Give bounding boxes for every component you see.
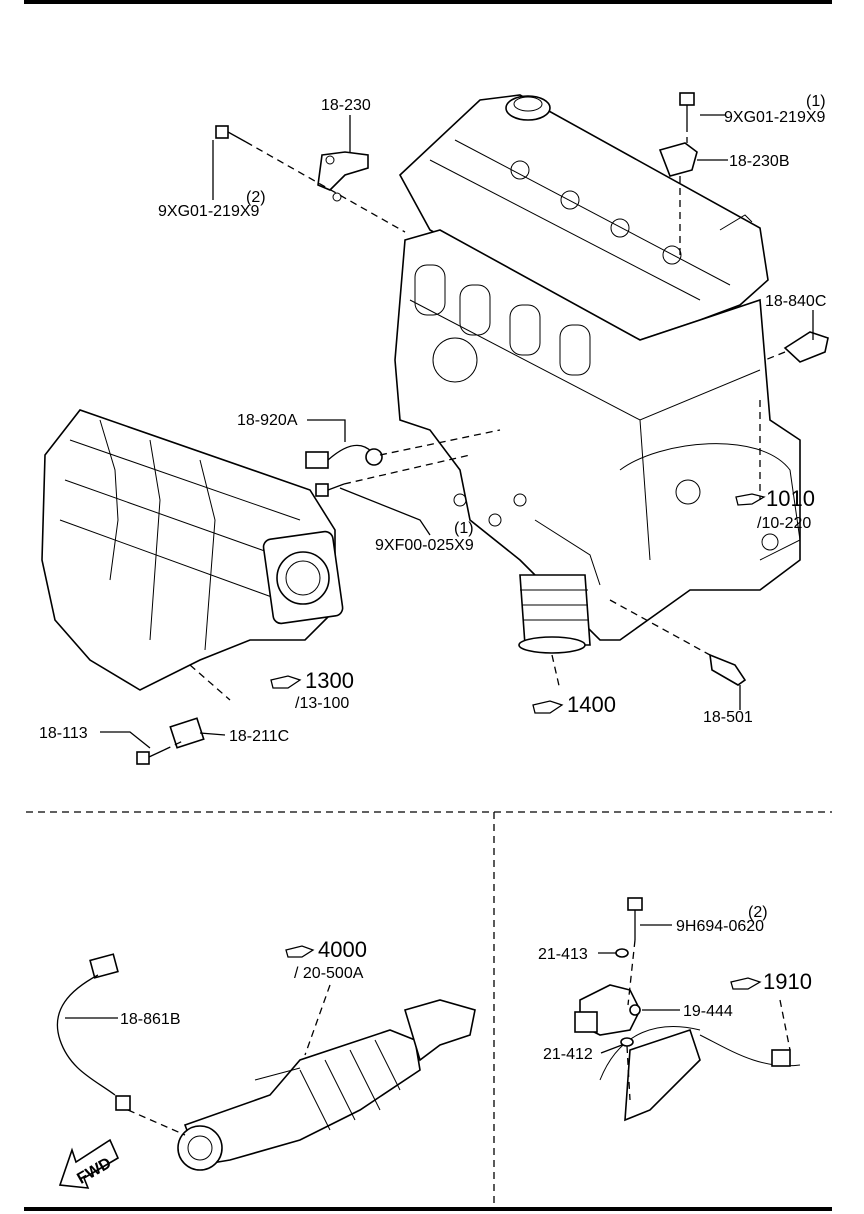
pressure-switch-18-840c (783, 331, 829, 363)
oxygen-sensor-18-861b (56, 953, 131, 1111)
map-sensor-18-211c (169, 717, 205, 749)
label-qty-2-left: (2) (246, 189, 266, 206)
pointing-hand-icon (285, 945, 315, 958)
bolt-9xg01-top (679, 92, 695, 125)
catalytic-converter (177, 999, 476, 1171)
label-18-501: 18-501 (703, 709, 753, 726)
label-9xf00: 9XF00-025X9 (375, 537, 474, 554)
label-9h694: 9H694-0620 (676, 918, 764, 935)
label-9xg01-left: 9XG01-219X9 (158, 203, 260, 220)
o-ring-21-413 (615, 948, 629, 958)
fwd-arrow-icon (58, 1138, 120, 1189)
label-qty-1-mid: (1) (454, 520, 474, 537)
bolt-9xg01-left (215, 125, 247, 143)
label-18-211c: 18-211C (229, 728, 289, 745)
bolt-9h694 (627, 897, 643, 940)
label-qty-2-right: (2) (748, 904, 768, 921)
label-18-840c: 18-840C (765, 293, 826, 310)
label-ref-1400: 1400 (567, 692, 616, 717)
engine-block (394, 94, 801, 654)
label-ref-1300: 1300 (305, 668, 354, 693)
sensor-bracket (574, 984, 801, 1122)
label-21-412: 21-412 (543, 1046, 593, 1063)
label-ref-4000-sub: / 20-500A (294, 965, 364, 982)
sensor-18-230b (658, 142, 698, 177)
leader-lines (65, 114, 814, 1054)
label-ref-1300-sub: /13-100 (295, 695, 349, 712)
label-21-413: 21-413 (538, 946, 588, 963)
pointing-hand-icon (532, 700, 564, 714)
bottom-border (24, 1207, 832, 1211)
bolt-9xf00 (315, 483, 345, 497)
label-qty-1-top: (1) (806, 93, 826, 110)
assembly-lines (127, 125, 791, 1136)
o-ring-21-412 (620, 1037, 634, 1047)
label-18-861b: 18-861B (120, 1011, 181, 1028)
top-border (24, 0, 832, 4)
label-9xg01-top: 9XG01-219X9 (724, 109, 826, 126)
temp-sensor-18-501 (709, 653, 747, 686)
label-19-444: 19-444 (683, 1003, 733, 1020)
cam-position-sensor (317, 151, 369, 202)
washer-19-444 (629, 1004, 641, 1016)
label-ref-1010-sub: /10-220 (757, 515, 811, 532)
label-18-230: 18-230 (321, 97, 371, 114)
label-ref-4000: 4000 (318, 937, 367, 962)
pointing-hand-icon (730, 977, 762, 990)
label-ref-1010: 1010 (766, 486, 815, 511)
pointing-hand-icon (270, 675, 302, 689)
label-18-230b: 18-230B (729, 153, 790, 170)
intake-manifold (41, 409, 344, 691)
knock-sensor-18-920a (305, 444, 383, 469)
label-18-113: 18-113 (39, 725, 88, 742)
pointing-hand-icon (735, 493, 766, 506)
label-ref-1910: 1910 (763, 969, 812, 994)
bolt-18-113 (136, 749, 165, 765)
label-18-920a: 18-920A (237, 412, 298, 429)
